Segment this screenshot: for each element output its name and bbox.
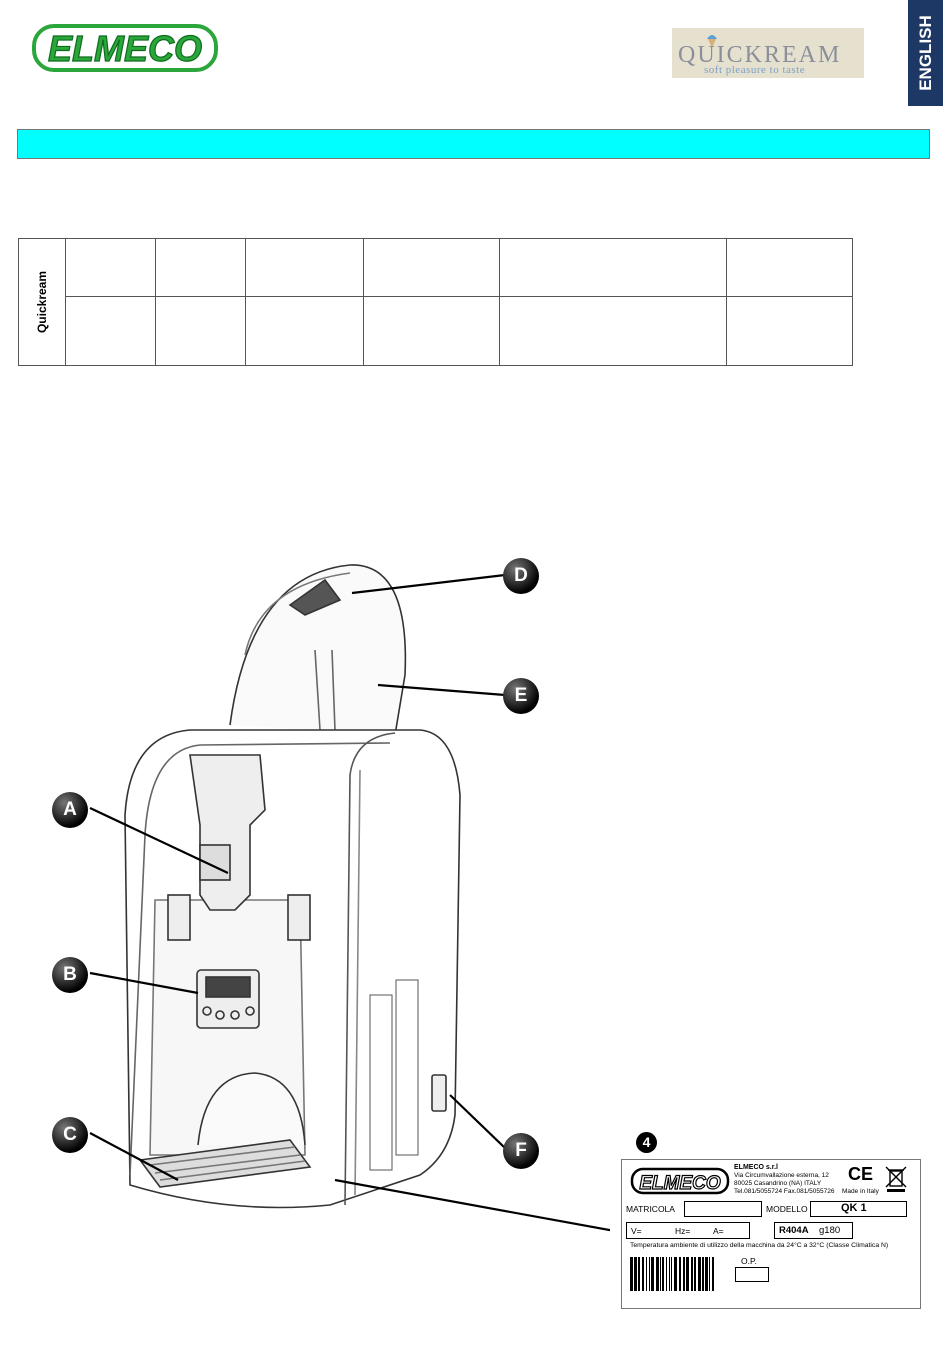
quickream-logo: QUICKREAM soft pleasure to taste <box>672 28 864 78</box>
crossed-bin-icon <box>885 1166 907 1192</box>
elmeco-logo: ELMECO <box>30 20 220 75</box>
table-cell <box>726 238 853 297</box>
rating-plate: ELMECO ELMECO s.r.l Via Circumvallazione… <box>621 1159 921 1309</box>
table-cell <box>363 238 500 297</box>
machine-illustration <box>89 564 610 1232</box>
svg-text:ELMECO: ELMECO <box>48 28 202 69</box>
table-cell <box>363 296 500 366</box>
callout-label-e: E <box>503 678 539 714</box>
op-label: O.P. <box>741 1256 757 1266</box>
table-cell <box>155 296 246 366</box>
product-logo-text: QUICKREAM <box>678 42 842 68</box>
callout-label-f: F <box>503 1133 539 1169</box>
refrigerant-field: R404A g180 <box>774 1222 853 1239</box>
modello-label: MODELLO <box>766 1204 808 1214</box>
company-address: ELMECO s.r.l Via Circumvallazione estern… <box>734 1164 835 1195</box>
spec-table: Quickream <box>18 238 853 366</box>
table-cell <box>65 238 156 297</box>
table-cell <box>245 296 364 366</box>
svg-text:ELMECO: ELMECO <box>639 1173 721 1194</box>
callout-label-a: A <box>52 792 88 828</box>
plate-elmeco-logo: ELMECO <box>630 1167 730 1195</box>
table-cell <box>499 296 727 366</box>
callout-label-c: C <box>52 1117 88 1153</box>
section-title-bar <box>17 129 930 159</box>
modello-field: QK 1 <box>810 1201 907 1217</box>
callout-label-d: D <box>503 558 539 594</box>
callout-label-b: B <box>52 957 88 993</box>
product-tagline: soft pleasure to taste <box>704 64 806 76</box>
table-row <box>19 296 853 366</box>
table-cell <box>499 238 727 297</box>
language-tab-label: ENGLISH <box>915 15 935 91</box>
table-side-label: Quickream <box>18 238 66 366</box>
plate-marker-badge: 4 <box>636 1132 657 1153</box>
table-row: Quickream <box>18 238 853 366</box>
hopper-lid <box>229 564 407 736</box>
ce-mark: CE <box>848 1164 874 1184</box>
matricola-field <box>684 1201 762 1217</box>
ice-cream-icon <box>707 35 717 48</box>
language-tab: ENGLISH <box>908 0 943 106</box>
table-cell <box>245 238 364 297</box>
table-cell <box>65 296 156 366</box>
table-cell <box>726 296 853 366</box>
matricola-label: MATRICOLA <box>626 1204 675 1214</box>
table-cell <box>155 238 246 297</box>
op-field <box>735 1267 769 1282</box>
temperature-note: Temperatura ambiente di utilizzo della m… <box>630 1242 889 1249</box>
barcode <box>630 1257 714 1291</box>
made-in-italy: Made in Italy <box>842 1188 879 1195</box>
electrical-ratings-field: V= Hz= A= <box>626 1222 750 1239</box>
